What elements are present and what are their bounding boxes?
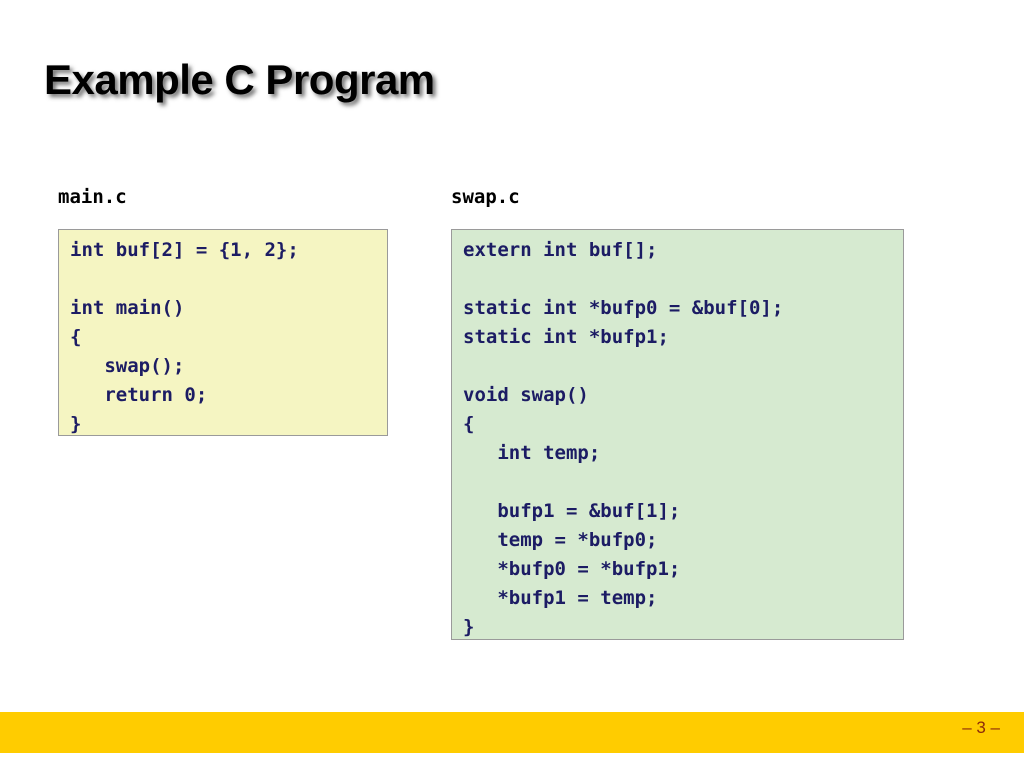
code-block-swap-c: extern int buf[]; static int *bufp0 = &b… [451,229,904,640]
page-number: – 3 – [962,718,1000,737]
footer-bar [0,712,1024,753]
file-label-main-c: main.c [58,186,127,208]
page-title: Example C Program [44,56,435,103]
code-block-main-c: int buf[2] = {1, 2}; int main() { swap()… [58,229,388,436]
file-label-swap-c: swap.c [451,186,520,208]
